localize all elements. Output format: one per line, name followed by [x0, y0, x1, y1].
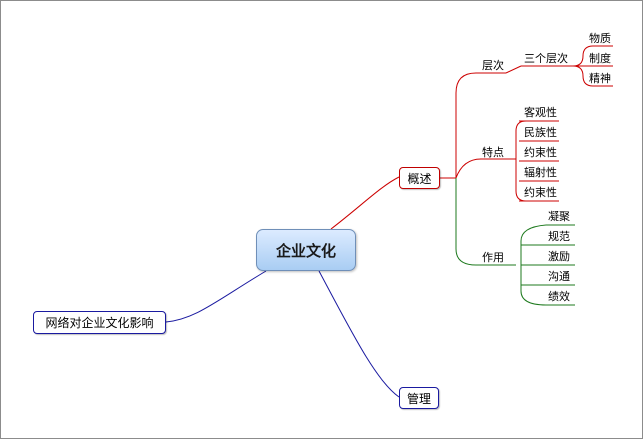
topic-network-impact[interactable]: 网络对企业文化影响	[33, 311, 166, 334]
subtopic-three-levels[interactable]: 三个层次	[524, 52, 568, 65]
link-level-item-3	[572, 65, 613, 87]
function-item[interactable]: 规范	[548, 230, 570, 243]
feature-item[interactable]: 约束性	[524, 146, 557, 159]
link-levels	[455, 72, 506, 178]
feature-item[interactable]: 约束性	[524, 186, 557, 199]
level-item[interactable]: 制度	[589, 52, 611, 65]
subtopic-levels[interactable]: 层次	[482, 59, 504, 72]
feature-item[interactable]: 辐射性	[524, 166, 557, 179]
feature-item[interactable]: 客观性	[524, 106, 557, 119]
function-item[interactable]: 绩效	[548, 290, 570, 303]
feature-item[interactable]: 民族性	[524, 126, 557, 139]
subtopic-features[interactable]: 特点	[482, 146, 504, 159]
link-functions	[455, 178, 516, 266]
topic-management[interactable]: 管理	[399, 387, 439, 409]
function-item[interactable]: 激励	[548, 250, 570, 263]
function-item[interactable]: 凝聚	[548, 210, 570, 223]
topic-overview[interactable]: 概述	[399, 167, 440, 189]
link-three-levels	[505, 65, 522, 74]
link-features	[455, 158, 516, 179]
features-bracket	[515, 120, 527, 202]
level-item[interactable]: 精神	[589, 72, 611, 85]
function-item[interactable]: 沟通	[548, 270, 570, 283]
functions-bracket	[520, 224, 547, 306]
link-root-left	[165, 270, 267, 323]
link-root-bottom	[318, 270, 400, 398]
root-topic[interactable]: 企业文化	[256, 229, 356, 271]
level-item[interactable]: 物质	[589, 32, 611, 45]
subtopic-functions[interactable]: 作用	[482, 251, 504, 264]
link-root-main	[330, 176, 400, 230]
link-level-item-1	[572, 45, 613, 67]
